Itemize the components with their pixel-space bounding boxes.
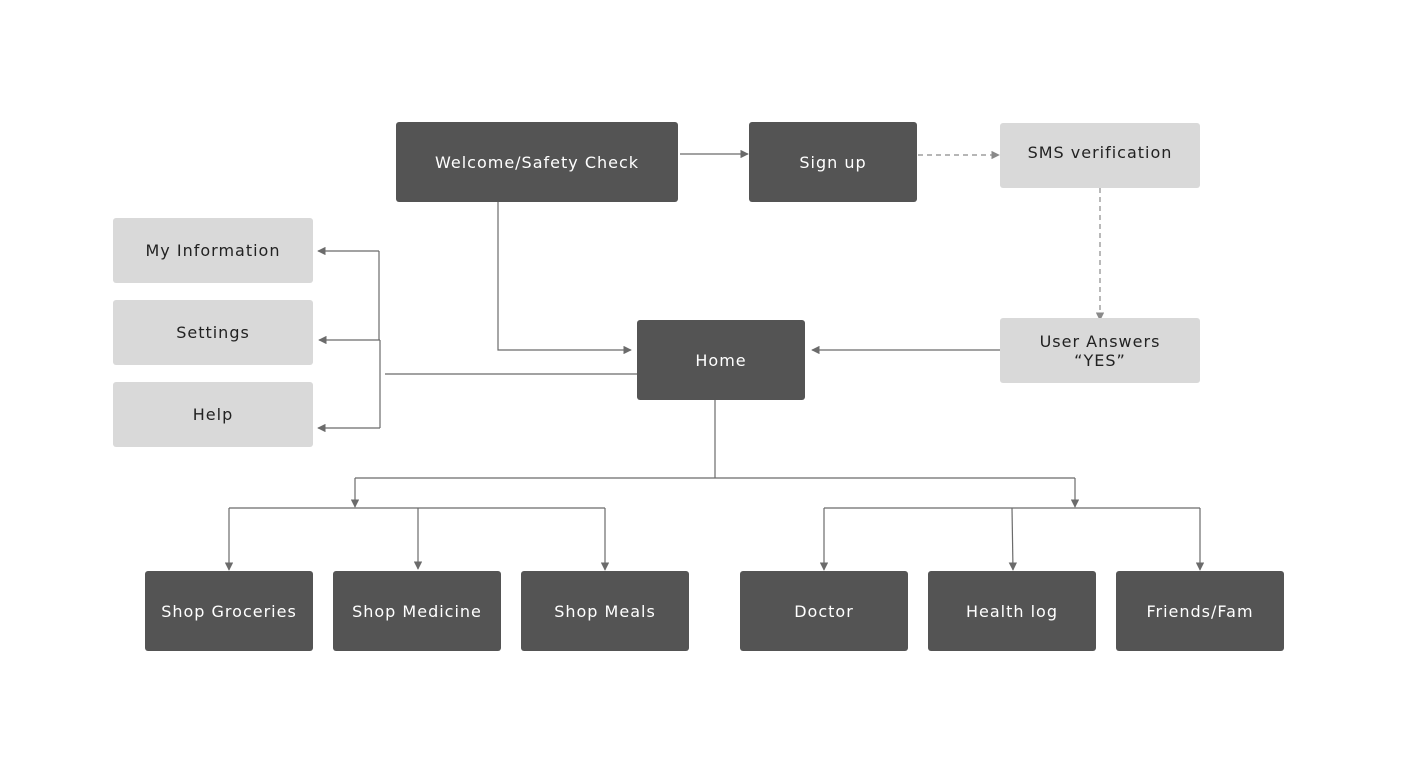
node-sms-verification: SMS verification (1000, 123, 1200, 188)
edge-home-to-health-log (1008, 507, 1018, 571)
node-help: Help (113, 382, 313, 447)
node-shop-medicine: Shop Medicine (333, 571, 501, 651)
node-sign-up: Sign up (749, 122, 917, 202)
node-user-answers-yes: User Answers “YES” (1000, 318, 1200, 383)
node-shop-groceries: Shop Groceries (145, 571, 313, 651)
node-doctor: Doctor (740, 571, 908, 651)
node-home: Home (637, 320, 805, 400)
node-settings: Settings (113, 300, 313, 365)
node-shop-meals: Shop Meals (521, 571, 689, 651)
node-welcome-safety-check: Welcome/Safety Check (396, 122, 678, 202)
edge-side-trunk-vertical (378, 251, 381, 428)
node-friends-fam: Friends/Fam (1116, 571, 1284, 651)
edge-welcome-to-home (497, 200, 632, 355)
node-health-log: Health log (928, 571, 1096, 651)
node-my-information: My Information (113, 218, 313, 283)
